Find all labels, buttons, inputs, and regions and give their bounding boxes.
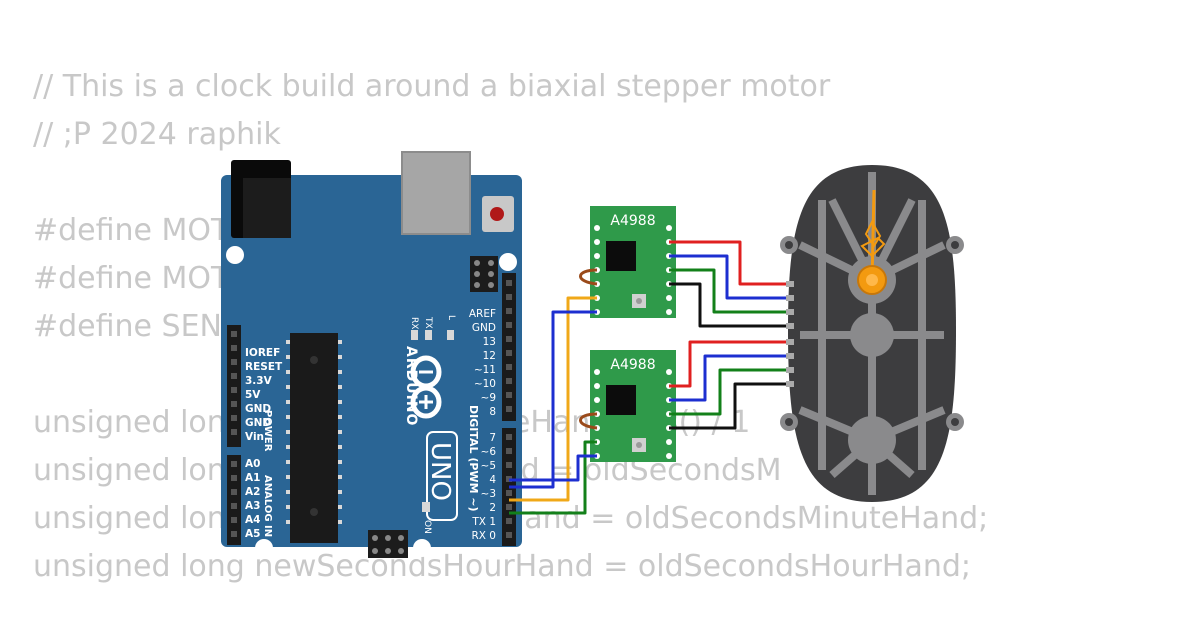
digital-section-label: DIGITAL (PWM ~): [467, 405, 480, 512]
wire-green: [669, 368, 792, 416]
arduino-logo-icon: [410, 355, 442, 419]
driver-label: A4988: [610, 357, 655, 373]
l-led: [447, 330, 454, 340]
mount-hole: [413, 539, 431, 557]
digital-header-top: [502, 273, 516, 421]
analog-section-label: ANALOG IN: [262, 475, 273, 537]
digital-pin-label: ~3: [481, 488, 496, 500]
analog-pin-label: A1: [245, 472, 260, 484]
wire-orange: [509, 296, 597, 502]
wire-black: [669, 282, 792, 328]
analog-pin-label: A5: [245, 528, 260, 540]
mount-hole: [226, 246, 244, 264]
mount-hole: [255, 539, 273, 557]
digital-pin-label: ~5: [481, 460, 496, 472]
power-pin-label: IOREF: [245, 347, 280, 359]
power-pin-label: GND: [245, 403, 271, 415]
led-label-tx: TX: [423, 316, 433, 329]
arduino-uno-board[interactable]: IOREF RESET 3.3V 5V GND GND Vin A0 A1 A2…: [221, 151, 522, 558]
digital-pin-label: ~11: [474, 364, 496, 376]
wire-red: [669, 240, 792, 286]
digital-pin-label: 12: [483, 350, 496, 362]
code-line: // This is a clock build around a biaxia…: [33, 69, 831, 104]
driver-chip: [606, 241, 636, 271]
code-line: #define MOT: [33, 261, 230, 296]
digital-pin-label: AREF: [469, 308, 496, 320]
tx-led: [425, 330, 432, 340]
motor-hub-center: [850, 313, 894, 357]
uno-model-label: UNO: [425, 442, 455, 501]
digital-pin-label: TX 1: [471, 516, 496, 528]
code-line: unsigned lon eHan llis() / 1: [33, 405, 751, 440]
usb-port: [401, 151, 471, 235]
digital-pin-label: 7: [489, 432, 496, 444]
digital-pin-label: 13: [483, 336, 496, 348]
digital-pin-label: ~6: [481, 446, 497, 458]
wires: [509, 240, 792, 515]
power-pin-label: Vin: [245, 431, 264, 443]
wire-red: [669, 340, 792, 388]
power-header: [227, 325, 241, 447]
analog-pin-label: A2: [245, 486, 260, 498]
wire-blue: [669, 354, 792, 402]
power-pin-label: RESET: [245, 361, 283, 373]
wire-brown: [579, 268, 598, 286]
biaxial-stepper-motor[interactable]: [780, 165, 964, 502]
rx-led: [411, 330, 418, 340]
motor-hub-bottom: [848, 416, 896, 464]
led-label-rx: RX: [409, 317, 419, 329]
power-pin-label: GND: [245, 417, 271, 429]
digital-pin-label: ~10: [474, 378, 496, 390]
led-label-l: L: [446, 315, 456, 320]
digital-pin-label: RX 0: [471, 530, 496, 542]
digital-pin-label: 8: [489, 406, 496, 418]
driver-chip: [606, 385, 636, 415]
analog-pin-label: A0: [245, 458, 260, 470]
wire-green: [509, 440, 597, 515]
code-line: unsigned long newSecondsHourHand = oldSe…: [33, 549, 972, 584]
digital-pin-label: 2: [489, 502, 496, 514]
power-pin-label: 5V: [245, 389, 261, 401]
wire-green: [669, 268, 792, 314]
analog-pin-label: A3: [245, 500, 260, 512]
analog-pin-label: A4: [245, 514, 260, 526]
arduino-brand-label: ARDUINO: [403, 346, 419, 426]
wire-blue: [669, 254, 792, 300]
analog-header: [227, 455, 241, 545]
digital-pin-label: 4: [489, 474, 496, 486]
wire-black: [669, 382, 792, 430]
a4988-driver-2[interactable]: A4988: [590, 350, 676, 462]
mount-hole: [499, 253, 517, 271]
code-line: #define MOT: [33, 213, 230, 248]
digital-pin-label: ~9: [481, 392, 496, 404]
wire-brown: [579, 412, 598, 430]
code-line: // ;P 2024 raphik: [33, 117, 281, 152]
a4988-driver-1[interactable]: A4988: [590, 206, 676, 318]
wire-blue: [509, 454, 597, 482]
digital-pin-label: GND: [472, 322, 496, 334]
clock-hand-icon: [857, 189, 887, 295]
power-pin-label: 3.3V: [245, 375, 273, 387]
driver-label: A4988: [610, 213, 655, 229]
on-label: ON: [422, 520, 432, 534]
power-section-label: POWER: [262, 410, 273, 452]
uno-badge: [426, 431, 458, 521]
on-led: [422, 502, 430, 512]
wire-blue: [509, 310, 597, 489]
